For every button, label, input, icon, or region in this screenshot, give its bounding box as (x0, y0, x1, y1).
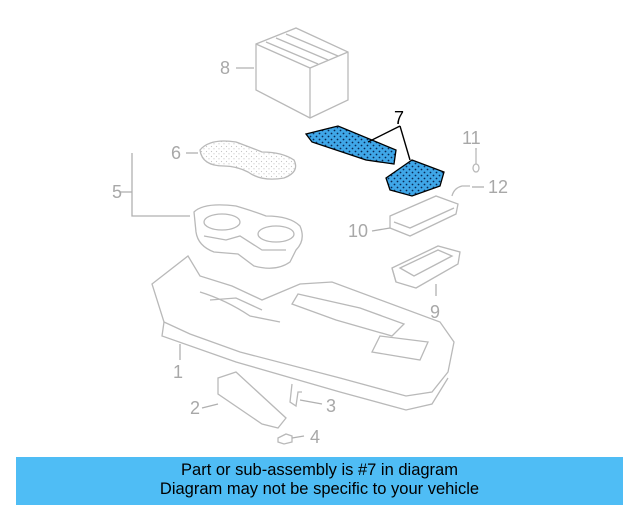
part-10-lid (389, 195, 459, 237)
callout-3: 3 (326, 396, 336, 416)
callout-2: 2 (190, 398, 200, 418)
part-2-side-panel (217, 371, 287, 429)
part-5-cupholder (193, 204, 303, 269)
part-4-bolt (277, 433, 293, 445)
part-3-clip (289, 383, 302, 408)
banner-disclaimer-line: Diagram may not be specific to your vehi… (159, 480, 480, 498)
part-7-mat-highlighted (304, 125, 445, 197)
part-1-console-body (151, 255, 455, 411)
info-banner: Part or sub-assembly is #7 in diagram Di… (16, 457, 623, 505)
leader-lines (120, 67, 484, 439)
callout-7: 7 (394, 108, 404, 128)
callout-4: 4 (310, 427, 320, 447)
part-12-clip (451, 185, 470, 197)
part-6-cupholder-liner (199, 140, 297, 180)
callout-6: 6 (171, 143, 181, 163)
callout-1: 1 (173, 362, 183, 382)
part-9-tray (391, 245, 461, 289)
callout-12: 12 (488, 177, 508, 197)
callout-5: 5 (112, 182, 122, 202)
callout-10: 10 (348, 221, 368, 241)
banner-part-line: Part or sub-assembly is #7 in diagram (181, 461, 458, 479)
part-11-pin (472, 150, 480, 173)
callout-11: 11 (462, 128, 481, 148)
callout-8: 8 (220, 58, 230, 78)
callout-9: 9 (430, 302, 440, 322)
part-8-storage-box (255, 27, 349, 119)
